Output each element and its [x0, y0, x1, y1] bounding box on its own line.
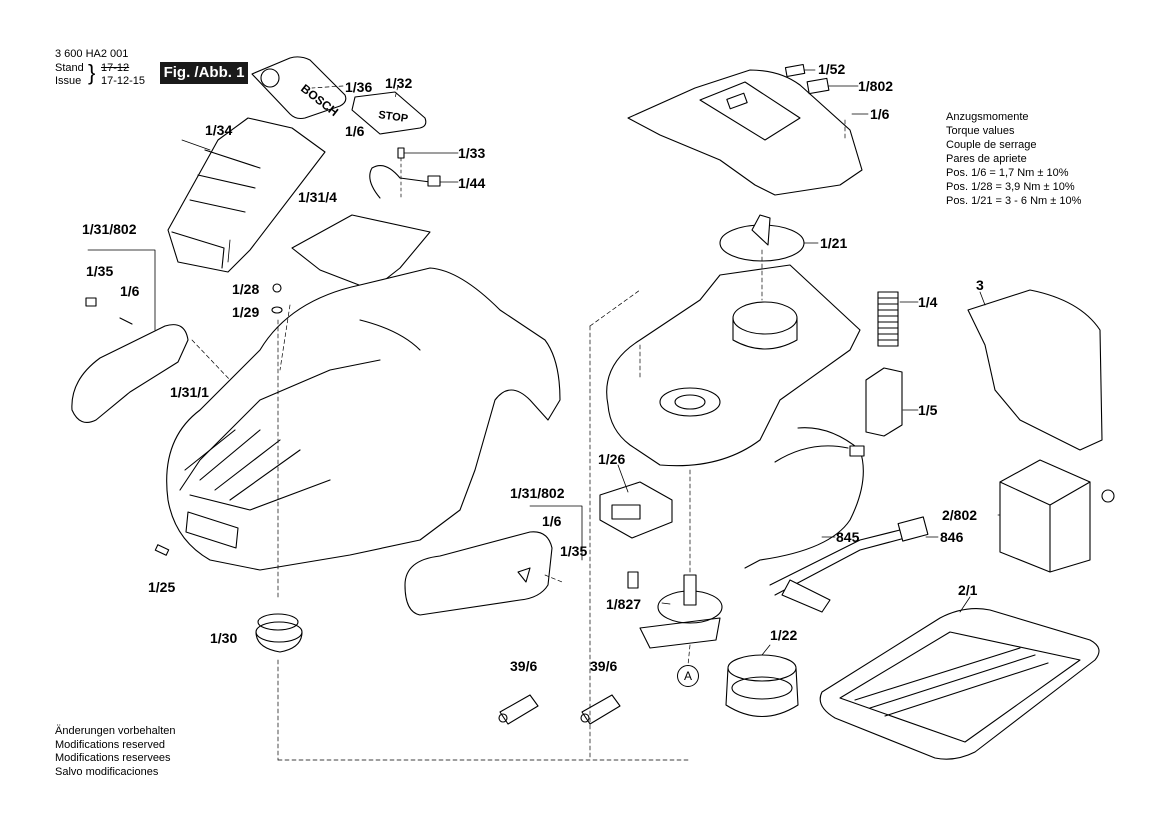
part-sensor	[599, 481, 673, 539]
modifications-fr: Modifications reservees	[55, 752, 171, 764]
stop-button-text: STOP	[378, 109, 409, 125]
part-label-845: 845	[836, 529, 860, 545]
part-label-1-32: 1/32	[385, 75, 413, 91]
part-front-cover	[167, 117, 326, 273]
modifications-de: Änderungen vorbehalten	[55, 725, 176, 737]
stand-value: 17-12	[101, 62, 130, 74]
torque-values: Anzugsmomente Torque values Couple de se…	[946, 110, 1081, 208]
part-label-1-22: 1/22	[770, 627, 798, 643]
part-height-knob	[255, 613, 303, 653]
part-label-1-31-802: 1/31/802	[82, 221, 137, 237]
part-label-1-25: 1/25	[148, 579, 176, 595]
modifications-es: Salvo modificaciones	[55, 765, 159, 778]
part-cap-1-21	[719, 214, 805, 262]
part-label-1-6: 1/6	[870, 106, 890, 122]
part-label-2-802: 2/802	[942, 507, 978, 523]
part-label-1-44: 1/44	[458, 175, 486, 191]
part-connector-b	[580, 694, 621, 725]
torque-row: Pos. 1/6 = 1,7 Nm ± 10%	[946, 167, 1069, 179]
part-label-1-33: 1/33	[458, 145, 486, 161]
part-right-bumper	[404, 531, 553, 616]
part-label-1-29: 1/29	[232, 304, 260, 320]
part-chassis	[606, 264, 861, 467]
part-label-1-30: 1/30	[210, 630, 238, 646]
part-label-1-36: 1/36	[345, 79, 373, 95]
part-label-1-827: 1/827	[606, 596, 642, 612]
part-label-39-6: 39/6	[590, 658, 618, 674]
torque-row: Pos. 1/28 = 3,9 Nm ± 10%	[946, 181, 1075, 193]
part-base-plate	[819, 608, 1100, 760]
leader-lines	[191, 85, 846, 761]
part-cable-845	[744, 427, 865, 569]
part-label-1-6: 1/6	[120, 283, 140, 299]
figure-label: Fig. /Abb. 1	[160, 62, 248, 84]
part-stop-button	[351, 91, 427, 135]
part-side-cover	[967, 289, 1103, 451]
part-cable-1-44	[369, 165, 441, 199]
part-label-1-21: 1/21	[820, 235, 848, 251]
part-guide	[865, 367, 903, 437]
part-battery-box	[999, 459, 1115, 573]
part-label-1-31-4: 1/31/4	[298, 189, 337, 205]
part-label-846: 846	[940, 529, 964, 545]
part-left-bumper	[71, 297, 189, 423]
part-label-1-26: 1/26	[598, 451, 626, 467]
label-leaders	[181, 69, 1001, 656]
part-label-1-5: 1/5	[918, 402, 938, 418]
issue-label: Issue	[55, 75, 82, 87]
part-display-cover	[627, 69, 863, 196]
part-label-1-35: 1/35	[86, 263, 114, 279]
torque-title-de: Anzugsmomente	[946, 111, 1029, 123]
torque-title-fr: Couple de serrage	[946, 139, 1037, 151]
part-label-2-1: 2/1	[958, 582, 978, 598]
part-label-1-31-1: 1/31/1	[170, 384, 209, 400]
modifications-notice: Änderungen vorbehalten Modifications res…	[55, 725, 175, 779]
part-main-housing	[166, 267, 561, 571]
part-label-1-35: 1/35	[560, 543, 588, 559]
part-bolt-1-33	[397, 147, 405, 199]
part-labels-1-52	[784, 63, 830, 95]
reference-marker-a: A	[677, 665, 699, 687]
part-top-panel	[291, 214, 431, 291]
issue-value: 17-12-15	[101, 75, 146, 87]
part-label-1-34: 1/34	[205, 122, 233, 138]
part-motor-housing	[725, 654, 799, 717]
part-nut-washer	[271, 283, 283, 314]
stand-label: Stand	[55, 62, 84, 74]
part-label-1-6: 1/6	[345, 123, 365, 139]
modifications-en: Modifications reserved	[55, 738, 166, 751]
part-label-3: 3	[976, 277, 984, 293]
torque-title-es: Pares de apriete	[946, 153, 1027, 165]
part-harness-846	[769, 516, 929, 613]
part-spring	[877, 291, 899, 347]
stand-brace: }	[88, 60, 96, 85]
part-label-1-6: 1/6	[542, 513, 562, 529]
part-label-1-802: 1/802	[858, 78, 894, 94]
part-label-1-31-802: 1/31/802	[510, 485, 565, 501]
part-lid-bosch	[251, 56, 347, 120]
part-label-1-4: 1/4	[918, 294, 938, 310]
part-connector-a	[498, 694, 539, 725]
part-label-1-52: 1/52	[818, 61, 846, 77]
torque-title-en: Torque values	[946, 125, 1015, 137]
part-motor-plate	[627, 571, 723, 649]
part-label-1-28: 1/28	[232, 281, 260, 297]
torque-row: Pos. 1/21 = 3 - 6 Nm ± 10%	[946, 195, 1082, 207]
part-label-39-6: 39/6	[510, 658, 538, 674]
doc-number: 3 600 HA2 001	[55, 48, 129, 60]
